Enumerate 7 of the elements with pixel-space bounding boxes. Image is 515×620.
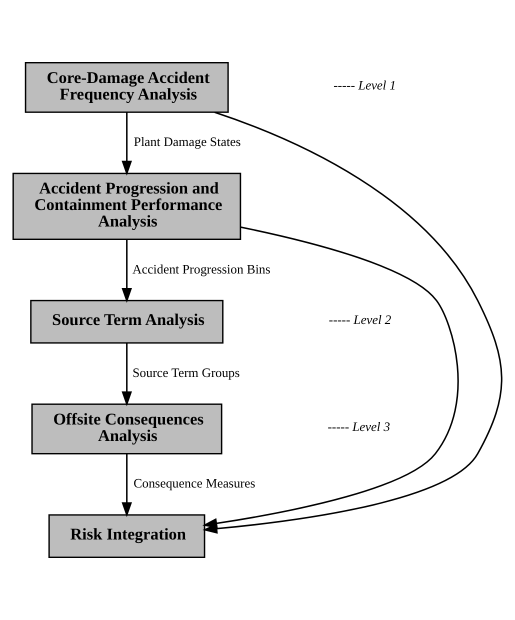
label: ----- Level 2: [328, 312, 392, 327]
edge-label: Plant Damage States: [134, 134, 241, 150]
edge-label: Consequence Measures: [133, 476, 256, 491]
edge-label: Accident Progression Bins: [132, 261, 270, 276]
label: ----- Level 3: [328, 419, 390, 434]
edge-label: Source Term Groups: [132, 364, 240, 380]
label: ----- Level 1: [333, 78, 396, 93]
